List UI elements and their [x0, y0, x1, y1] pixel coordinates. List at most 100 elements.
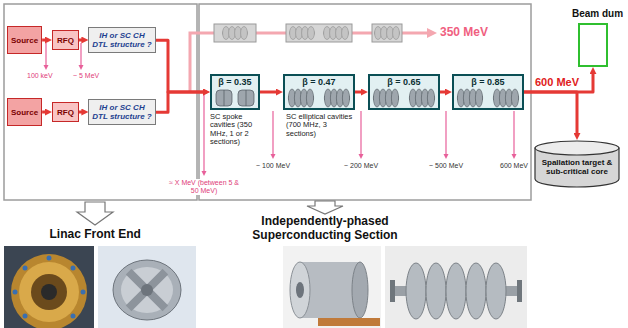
rfq-photo: [13, 290, 18, 295]
energy-note: ≈ X MeV (between 5 & 50 MeV): [166, 179, 242, 195]
box-label: IH or SC CH DTL structure ?: [92, 103, 152, 121]
beam-line: [260, 91, 278, 94]
spoke-cavity-photo: [98, 246, 196, 328]
cavity-module-fill: [210, 74, 524, 110]
box-label: β = 0.65: [370, 77, 438, 87]
spallation-target: Spallation target & sub-critical core: [534, 140, 620, 188]
beam-line: [156, 92, 205, 112]
grey-cavity-module: [214, 24, 402, 42]
rfq-photo: [81, 290, 86, 295]
beam-line: [79, 111, 84, 114]
box-label: Spallation target & sub-critical core: [538, 158, 616, 176]
energy-tap-arrow: [45, 43, 46, 66]
rfq-box: RFQ: [52, 102, 79, 122]
energy-label: 100 keV: [27, 72, 53, 80]
energy-tap-arrow: [202, 171, 207, 176]
elliptical-cavity-photo: [390, 280, 395, 302]
rfq-box: RFQ: [52, 30, 79, 50]
cavity-module-fill: [452, 74, 524, 110]
grey-cavity-module: [286, 24, 352, 42]
energy-tap-arrow: [44, 65, 49, 70]
energy-tap-arrow: [359, 154, 364, 159]
elliptical-cavity-photo: [486, 263, 506, 319]
elliptical-cavity-photo: [446, 263, 466, 319]
cavity-module: β = 0.47: [283, 74, 355, 110]
grey-cavity-module: [289, 27, 315, 40]
spoke-cavity-photo: [290, 262, 310, 318]
section-title: Linac Front End: [50, 228, 141, 242]
energy-tap-arrow: [512, 154, 517, 159]
elliptical-cavity-photo: [426, 263, 446, 319]
box-label: Source: [11, 108, 38, 117]
beam-line: [42, 39, 47, 42]
elliptical-cavity-photo: [466, 263, 486, 319]
cavity-module-fill: [283, 74, 355, 110]
beam-line: [524, 72, 593, 92]
rfq-photo: [19, 262, 79, 322]
cavity-module-fill: [210, 74, 260, 110]
beam-line: [42, 111, 47, 114]
energy-label: ~ 100 MeV: [256, 162, 290, 170]
hollow-arrow: [77, 202, 113, 225]
cavity-module-fill: [368, 74, 440, 110]
ion-source: Source: [7, 26, 42, 54]
energy-tap-arrow: [203, 95, 204, 172]
beam-line: [79, 39, 84, 42]
box-label: β = 0.35: [212, 77, 258, 87]
energy-tap-arrow: [272, 111, 273, 155]
spoke-cavity-photo: [126, 269, 168, 311]
dump-box: [578, 23, 608, 67]
rfq-photo: [23, 314, 28, 319]
box-label: Source: [11, 36, 38, 45]
beam-dump: Beam dum: [572, 8, 623, 67]
spoke-cavity-photo: [113, 260, 181, 320]
energy-tap-arrow: [444, 154, 449, 159]
cavity-module: β = 0.85: [452, 74, 524, 110]
rfq-photo: [71, 266, 76, 271]
box-label: β = 0.47: [285, 77, 353, 87]
box-label: β = 0.85: [454, 77, 522, 87]
ion-source: Source: [7, 98, 42, 126]
cavity-module-fill: [238, 90, 254, 106]
beam-line: [524, 92, 577, 135]
elliptical-cavity-photo: [406, 263, 426, 319]
dtl-box: IH or SC CH DTL structure ?: [88, 27, 156, 53]
energy-label: ~ 500 MeV: [429, 162, 463, 170]
rfq-photo: [23, 266, 28, 271]
rfq-photo: [47, 256, 52, 261]
spoke-cavity-photo: [98, 246, 196, 328]
350-mev-beam-line: [427, 28, 437, 38]
grey-cavity-module: [372, 24, 402, 42]
grey-cavity-module: [374, 27, 400, 40]
cavity-module-fill: [216, 90, 232, 106]
box-label: Beam dum: [572, 8, 623, 20]
energy-tap-arrow: [79, 65, 84, 70]
box-label: IH or SC CH DTL structure ?: [92, 31, 152, 49]
spoke-cavity-photo: [121, 267, 173, 313]
cavity-module-fill: [288, 89, 314, 107]
cylinder-outline: [535, 141, 619, 155]
rfq-photo: [41, 284, 57, 300]
cavity-module: β = 0.65: [368, 74, 440, 110]
beam-energy: 350 MeV: [440, 26, 488, 40]
energy-tap-arrow: [80, 43, 81, 66]
elliptical-cavity-photo: [517, 280, 522, 302]
energy-label: ~ 200 MeV: [344, 162, 378, 170]
cavity-module: β = 0.35: [210, 74, 260, 110]
beam-line: [440, 91, 447, 94]
energy-label: ~ 5 MeV: [73, 72, 99, 80]
spoke-cavity-photo: [296, 282, 304, 298]
energy-label: 600 MeV: [500, 162, 528, 170]
hollow-arrow: [307, 201, 343, 214]
section-title: Independently-phased Superconducting Sec…: [240, 215, 410, 243]
box-label: RFQ: [57, 108, 74, 117]
edge-label: 600 MeV: [533, 76, 581, 89]
energy-tap-arrow: [513, 111, 514, 155]
spoke-cavity-photo: [283, 246, 381, 328]
energy-tap-arrow: [445, 111, 446, 155]
cavity-module-fill: [373, 89, 399, 107]
energy-tap-arrow: [271, 154, 276, 159]
grey-cavity-module: [214, 24, 256, 42]
box-label: RFQ: [57, 36, 74, 45]
spoke-cavity-photo: [141, 284, 153, 296]
